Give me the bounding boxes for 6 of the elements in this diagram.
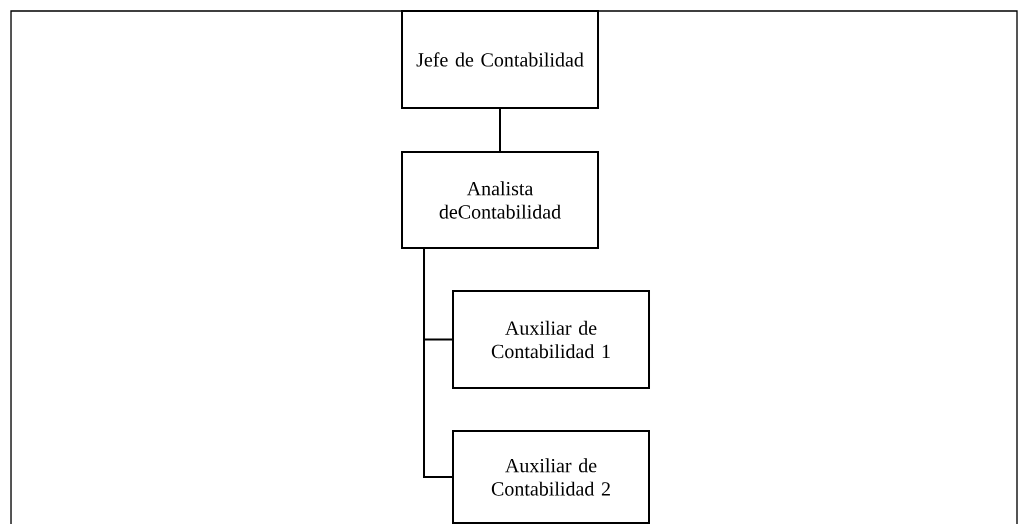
position-box: Analista deContabilidad — [401, 151, 599, 249]
connector-line — [499, 108, 501, 152]
position-box: Auxiliar de Contabilidad 2 — [452, 430, 650, 524]
position-box: Auxiliar de Contabilidad 1 — [452, 290, 650, 389]
position-box: Jefe de Contabilidad — [401, 10, 599, 109]
connector-line — [423, 248, 453, 478]
